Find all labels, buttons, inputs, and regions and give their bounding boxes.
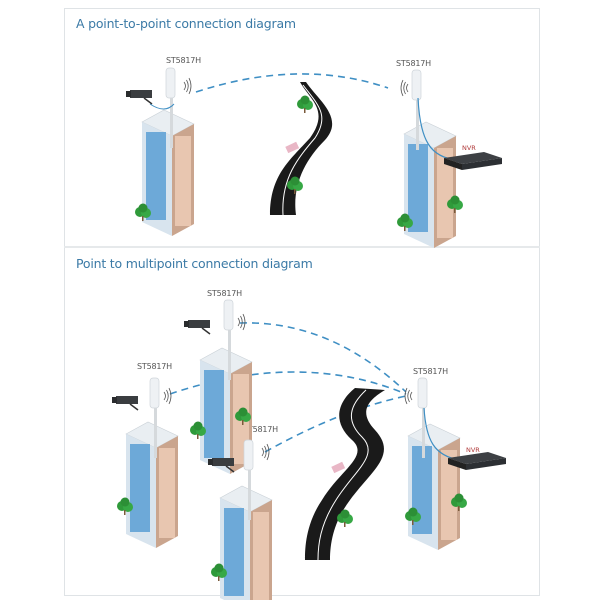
p2mp-device-label-rx: ST5817H [413,367,448,376]
wireless-signal-icon [237,313,246,331]
p2p-nvr-label: NVR [462,144,476,152]
wireless-signal-icon [400,79,409,97]
car-icon [331,461,346,474]
p2mp-road [305,388,385,561]
p2mp-device-label-1: ST5817H [207,289,242,298]
wireless-signal-icon [183,77,192,95]
p2mp-links [169,322,407,453]
camera-icon [207,457,235,473]
wireless-signal-icon [404,387,413,405]
section-divider [64,246,540,248]
p2mp-title: Point to multipoint connection diagram [76,256,313,271]
camera-icon [125,89,153,105]
p2mp-building-rx [407,423,461,551]
p2mp-nvr-label: NVR [466,446,480,454]
tree-icon [297,95,313,113]
p2p-device-label-rx: ST5817H [396,59,431,68]
p2p-title: A point-to-point connection diagram [76,16,296,31]
wireless-signal-icon [163,387,172,405]
p2p-road [270,82,333,216]
camera-icon [111,395,139,411]
p2mp-building-3 [219,485,273,600]
p2p-building-right [403,121,457,249]
camera-icon [183,319,211,335]
p2p-device-label-tx: ST5817H [166,56,201,65]
p2p-building-left [141,109,195,237]
p2mp-device-label-3: ST5817H [243,425,278,434]
p2p-link [195,73,389,93]
car-icon [285,141,300,154]
p2mp-building-2 [125,421,179,549]
p2mp-device-label-2: ST5817H [137,362,172,371]
